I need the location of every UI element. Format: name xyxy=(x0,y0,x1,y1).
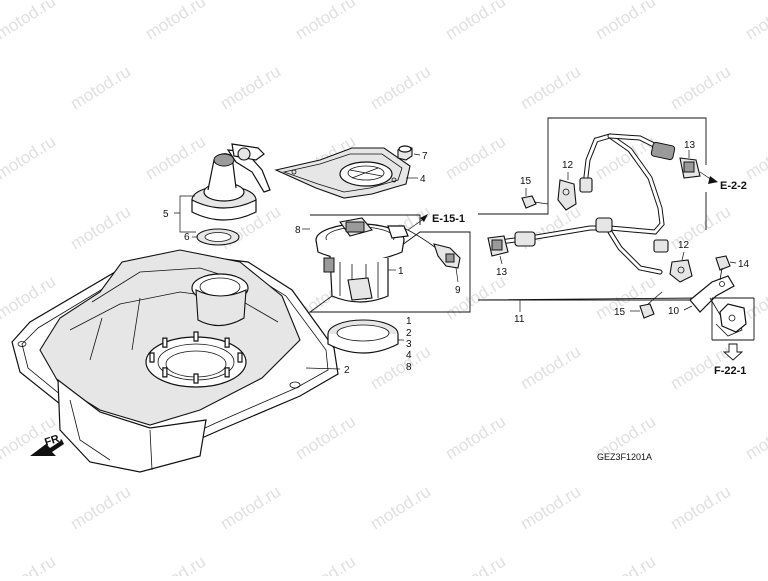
watermark: motod.ru xyxy=(217,62,284,114)
sensor-connector-9[interactable] xyxy=(403,227,461,269)
watermark: motod.ru xyxy=(367,482,434,534)
watermark: motod.ru xyxy=(442,0,509,43)
stud xyxy=(224,337,230,348)
watermark: motod.ru xyxy=(217,482,284,534)
callout-13-mid: 13 xyxy=(496,267,508,278)
callout-4-plate: 4 xyxy=(420,174,426,185)
ref-f-22-1[interactable]: F-22-1 xyxy=(714,365,746,377)
fuel-pump[interactable] xyxy=(315,217,409,303)
clamp-12-top[interactable] xyxy=(557,179,577,211)
callout-15-bottom: 15 xyxy=(614,307,626,318)
leader-9 xyxy=(455,267,459,283)
set-item-3: 3 xyxy=(406,339,412,350)
callout-7: 7 xyxy=(422,151,428,162)
watermark: motod.ru xyxy=(0,132,59,184)
watermark: motod.ru xyxy=(667,482,734,534)
wire-harness[interactable] xyxy=(497,133,676,275)
set-item-4: 4 xyxy=(406,350,412,361)
leader-2 xyxy=(305,367,341,370)
callout-13-top: 13 xyxy=(684,140,696,151)
watermark: motod.ru xyxy=(367,62,434,114)
watermark: motod.ru xyxy=(517,482,584,534)
clamp-12-right[interactable] xyxy=(669,259,693,283)
down-arrow xyxy=(722,343,744,361)
ref-e-2-2[interactable]: E-2-2 xyxy=(720,180,747,192)
callout-12-right: 12 xyxy=(678,240,690,251)
stud xyxy=(162,337,168,348)
fuel-cap-with-keys[interactable] xyxy=(191,143,271,221)
watermark: motod.ru xyxy=(592,0,659,43)
watermark: motod.ru xyxy=(142,132,209,184)
pump-studs xyxy=(149,331,243,384)
watermark: motod.ru xyxy=(142,0,209,43)
stud xyxy=(162,367,168,378)
callout-11: 11 xyxy=(514,314,525,325)
watermark: motod.ru xyxy=(742,132,768,184)
watermark: motod.ru xyxy=(67,482,134,534)
leader-5 xyxy=(174,195,196,233)
bolt-15-bottom[interactable] xyxy=(639,291,663,319)
callout-15-top: 15 xyxy=(520,176,532,187)
watermark: motod.ru xyxy=(517,62,584,114)
stud xyxy=(149,352,155,363)
stud xyxy=(237,352,243,363)
callout-6: 6 xyxy=(184,232,190,243)
bolt-14[interactable] xyxy=(715,255,731,281)
set-list: 1 2 3 4 8 xyxy=(406,316,412,373)
connector-13-top[interactable] xyxy=(679,157,701,179)
cap-gasket[interactable] xyxy=(196,228,240,246)
f-22-1-box xyxy=(711,297,755,341)
watermark: motod.ru xyxy=(667,62,734,114)
pump-cover-plate[interactable] xyxy=(274,147,411,199)
set-item-1: 1 xyxy=(406,316,412,327)
leader-10 xyxy=(683,305,693,311)
nut-7[interactable] xyxy=(397,145,413,161)
callout-1-pump: 1 xyxy=(398,266,404,277)
watermark: motod.ru xyxy=(67,202,134,254)
watermark: motod.ru xyxy=(742,0,768,43)
watermark: motod.ru xyxy=(442,132,509,184)
stud xyxy=(193,331,199,342)
front-arrow: FR. xyxy=(30,432,64,456)
stud xyxy=(224,367,230,378)
watermark: motod.ru xyxy=(292,552,359,576)
bolt-15-top[interactable] xyxy=(521,195,549,209)
watermark: motod.ru xyxy=(67,62,134,114)
callout-5: 5 xyxy=(163,209,169,220)
set-item-8: 8 xyxy=(406,362,412,373)
watermark: motod.ru xyxy=(742,412,768,464)
stud xyxy=(193,373,199,384)
callout-9: 9 xyxy=(455,285,461,296)
callout-14: 14 xyxy=(738,259,750,270)
watermark: motod.ru xyxy=(0,552,59,576)
watermark: motod.ru xyxy=(142,552,209,576)
leader-12-right xyxy=(681,251,685,261)
watermark: motod.ru xyxy=(442,272,509,324)
callout-10: 10 xyxy=(668,306,680,317)
callout-8-box: 8 xyxy=(295,225,301,236)
watermark: motod.ru xyxy=(442,552,509,576)
ref-e-15-1[interactable]: E-15-1 xyxy=(432,213,465,225)
watermark: motod.ru xyxy=(592,552,659,576)
watermark: motod.ru xyxy=(292,412,359,464)
connector-13-mid[interactable] xyxy=(487,235,509,257)
watermark: motod.ru xyxy=(292,0,359,43)
leader-7 xyxy=(413,153,421,156)
watermark: motod.ru xyxy=(0,0,59,43)
pump-seal-ring[interactable] xyxy=(327,319,399,354)
watermark: motod.ru xyxy=(742,552,768,576)
watermark: motod.ru xyxy=(442,412,509,464)
leader-14 xyxy=(729,261,737,264)
diagram-code: GEZ3F1201A xyxy=(597,452,652,462)
fuel-tank[interactable] xyxy=(11,249,339,473)
front-label: FR. xyxy=(43,432,64,449)
watermark: motod.ru xyxy=(517,342,584,394)
callout-2-tank: 2 xyxy=(344,365,350,376)
leader-13-mid xyxy=(499,255,503,265)
sensor-detail xyxy=(719,303,747,333)
set-item-2: 2 xyxy=(406,328,412,339)
callout-12-top: 12 xyxy=(562,160,574,171)
